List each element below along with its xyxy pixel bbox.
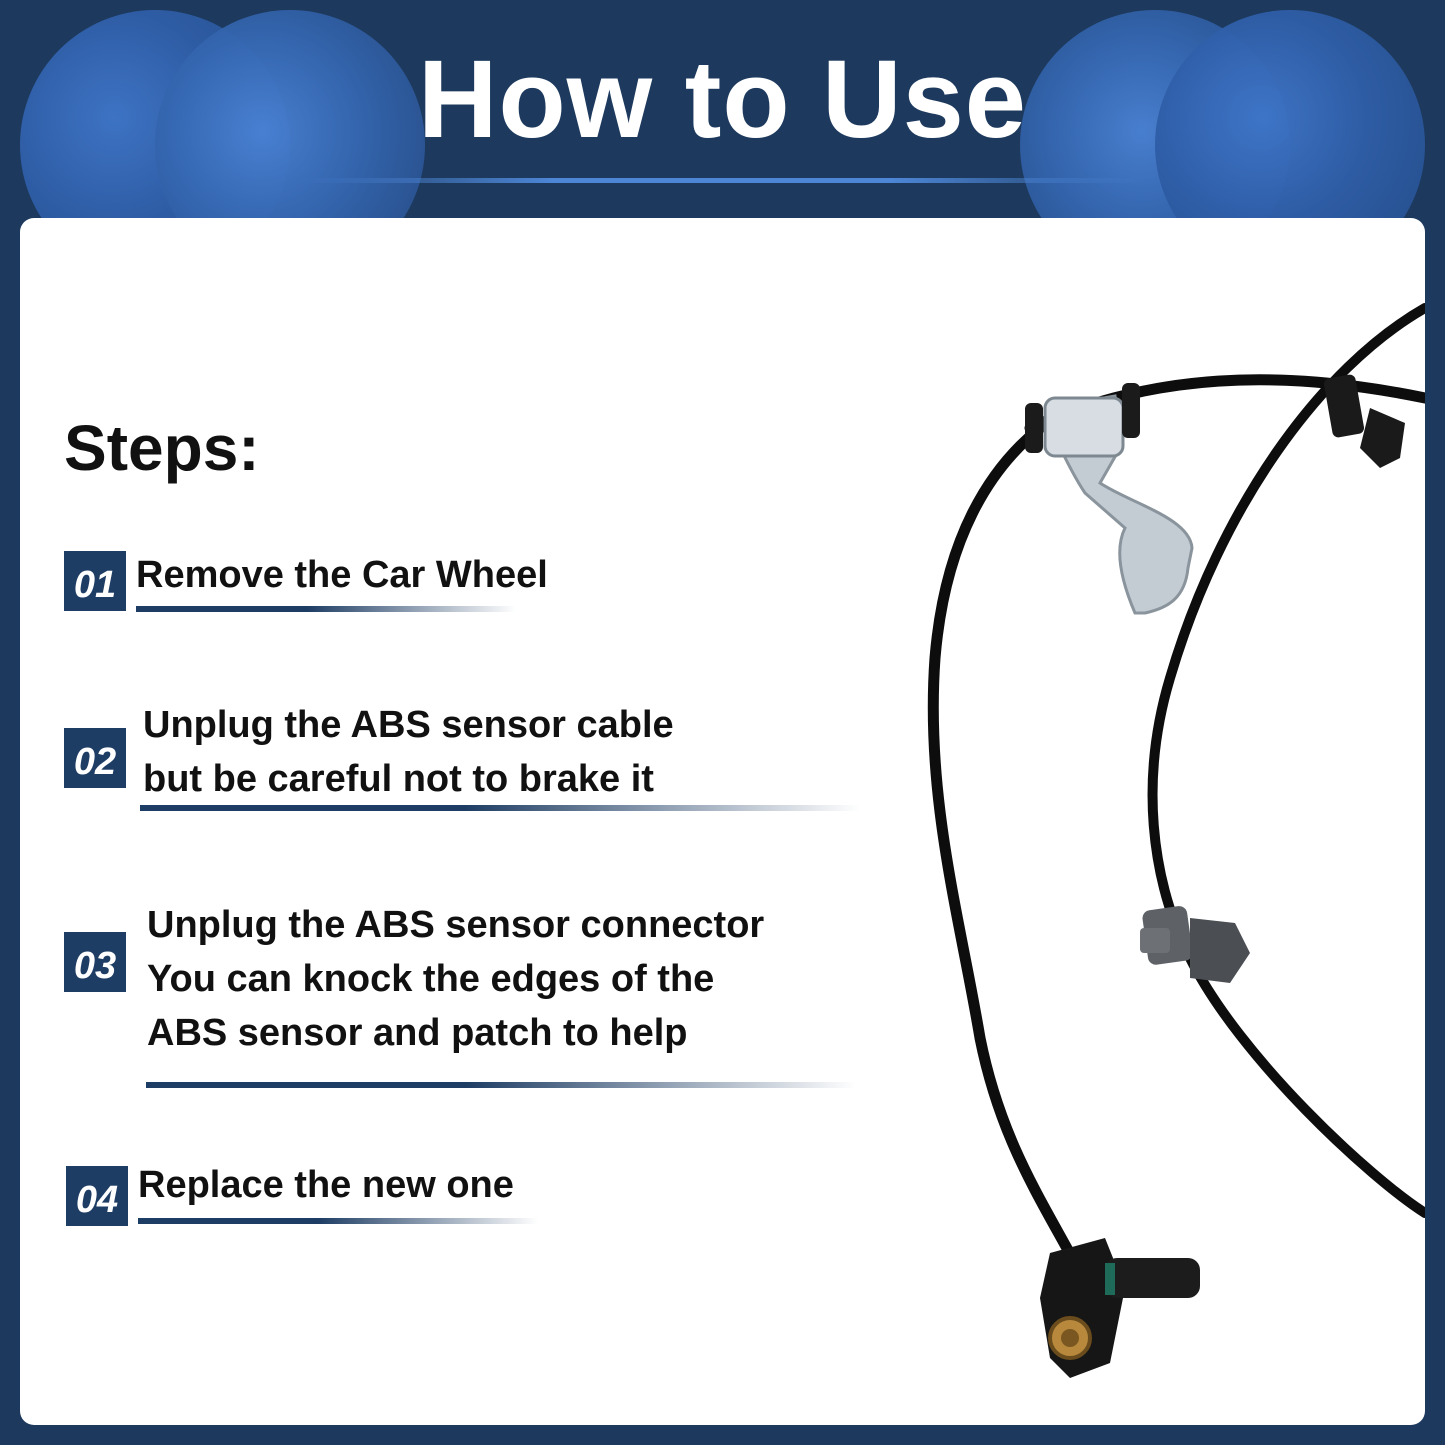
step-number-badge: 02 xyxy=(64,728,126,788)
title-underline xyxy=(300,178,1145,183)
step-text-line: Unplug the ABS sensor cable xyxy=(143,704,674,746)
step-number-badge: 01 xyxy=(64,551,126,611)
steps-heading: Steps: xyxy=(64,412,260,484)
grey-cable-clip xyxy=(1140,906,1250,983)
step-text-line: Remove the Car Wheel xyxy=(136,554,548,596)
step-text-line: ABS sensor and patch to help xyxy=(147,1012,688,1054)
abs-sensor-head xyxy=(1040,1238,1200,1378)
step-underline xyxy=(140,805,860,811)
step-number-badge: 04 xyxy=(66,1166,128,1226)
step-underline xyxy=(138,1218,538,1224)
step-underline xyxy=(146,1082,856,1088)
step-text-line: You can knock the edges of the xyxy=(147,958,715,1000)
step-number-badge: 03 xyxy=(64,932,126,992)
abs-sensor-cable-image xyxy=(927,303,1425,1378)
step-2-text: Unplug the ABS sensor cable but be caref… xyxy=(143,698,674,806)
step-1-text: Remove the Car Wheel xyxy=(136,548,548,602)
page-title: How to Use xyxy=(418,38,1027,161)
content-panel: Steps: 01 Remove the Car Wheel 02 Unplug… xyxy=(20,218,1425,1425)
step-text-line: Unplug the ABS sensor connector xyxy=(147,904,765,946)
black-push-clip xyxy=(1323,374,1405,468)
step-text-line: but be careful not to brake it xyxy=(143,758,654,800)
step-3-text: Unplug the ABS sensor connector You can … xyxy=(147,898,764,1060)
step-4-text: Replace the new one xyxy=(138,1158,514,1212)
metal-bracket xyxy=(1025,383,1194,615)
step-text-line: Replace the new one xyxy=(138,1164,514,1206)
step-underline xyxy=(136,606,516,612)
